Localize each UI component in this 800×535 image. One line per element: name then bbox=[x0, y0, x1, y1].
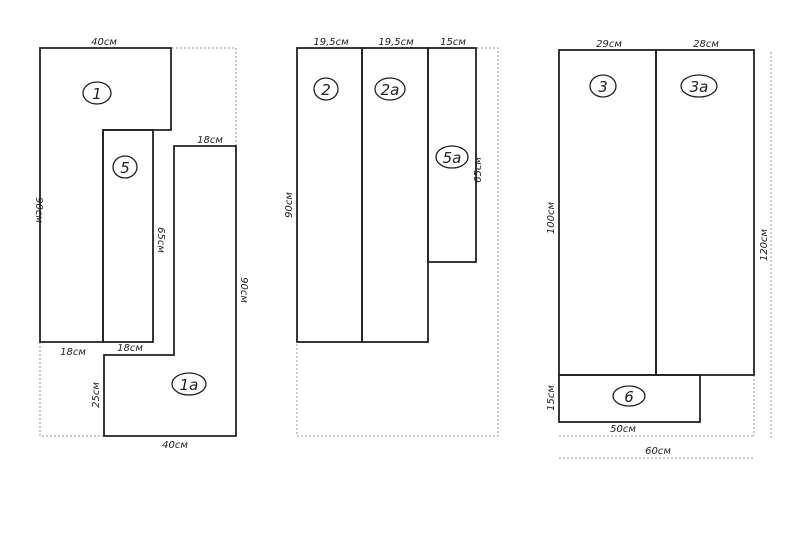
piece-1a bbox=[103, 145, 237, 437]
dim-label: 40см bbox=[162, 440, 188, 451]
piece-label-5a: 5a bbox=[443, 149, 462, 167]
piece-label-3a: 3a bbox=[690, 78, 709, 96]
piece-label-2a: 2a bbox=[381, 81, 400, 99]
dim-label: 120см bbox=[759, 228, 770, 261]
dim-label: 18см bbox=[60, 347, 86, 358]
dim-label: 18см bbox=[117, 343, 143, 354]
dim-label: 25см bbox=[91, 382, 102, 408]
dim-label: 60см bbox=[645, 446, 671, 457]
piece-label-circle bbox=[680, 74, 718, 98]
piece-1 bbox=[39, 47, 172, 343]
dim-label: 15см bbox=[440, 37, 466, 48]
dim-label: 28см bbox=[693, 39, 719, 50]
piece-label-circle bbox=[82, 81, 112, 105]
piece-label-circle bbox=[313, 77, 339, 101]
dim-label: 19,5см bbox=[378, 37, 414, 48]
piece-label-1: 1 bbox=[92, 85, 102, 103]
piece-label-circle bbox=[435, 145, 469, 169]
piece-6 bbox=[558, 374, 701, 423]
dim-label: 40см bbox=[91, 37, 117, 48]
dim-label: 65см bbox=[155, 227, 166, 253]
piece-label-1a: 1a bbox=[180, 376, 199, 394]
piece-5a bbox=[427, 47, 477, 263]
piece-label-circle bbox=[589, 74, 617, 98]
dim-label: 90см bbox=[33, 197, 44, 223]
piece-label-circle bbox=[171, 372, 207, 396]
dim-label: 19,5см bbox=[313, 37, 349, 48]
piece-label-circle bbox=[112, 155, 138, 179]
dim-label: 15см bbox=[546, 385, 557, 411]
piece-3a bbox=[655, 49, 755, 376]
piece-label-circle bbox=[374, 77, 406, 101]
piece-3 bbox=[558, 49, 657, 376]
piece-label-circle bbox=[612, 385, 646, 407]
piece-label-3: 3 bbox=[598, 78, 608, 96]
dim-label: 50см bbox=[610, 424, 636, 435]
piece-label-2: 2 bbox=[321, 81, 331, 99]
dim-label: 18см bbox=[197, 135, 223, 146]
piece-label-5: 5 bbox=[120, 159, 130, 177]
sheet-outline bbox=[39, 47, 237, 437]
piece-label-6: 6 bbox=[624, 388, 634, 406]
panel-middle: 2 2a 5a 19,5см 19,5см 15см 90см 65см bbox=[284, 37, 499, 437]
dim-label: 29см bbox=[596, 39, 622, 50]
piece-5 bbox=[102, 129, 154, 343]
panel-left: 1 5 1a 40см 90см 65см 90см 18см 18см 18с… bbox=[33, 37, 249, 451]
dim-label: 90см bbox=[238, 277, 249, 303]
dim-label: 90см bbox=[284, 192, 295, 218]
dim-label: 100см bbox=[546, 201, 557, 234]
panel-right: 3 3a 6 29см 28см 100см 120см 15см 50см 6… bbox=[546, 39, 772, 459]
sheet-outline bbox=[296, 47, 499, 437]
dim-label: 65см bbox=[473, 157, 484, 183]
